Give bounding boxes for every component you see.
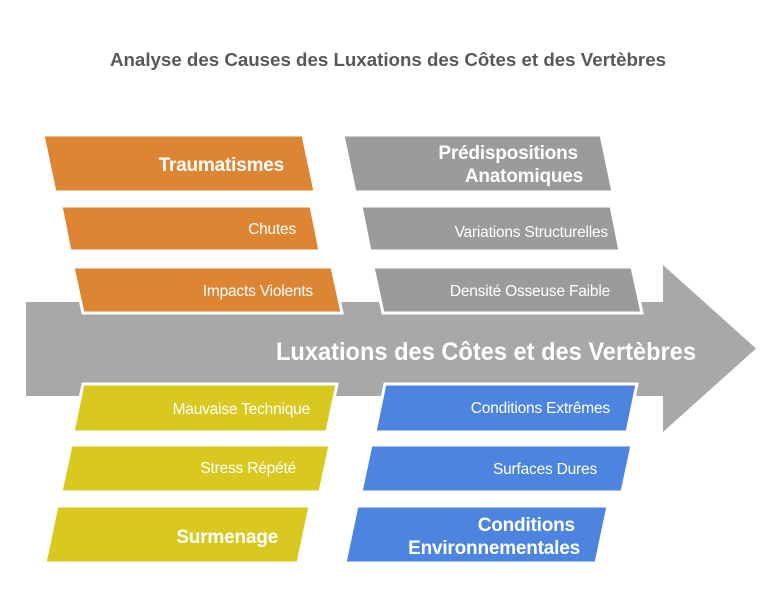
block-stress-repete-label: Stress Répété: [200, 460, 296, 477]
header-line-2: Environnementales: [408, 538, 580, 559]
block-impacts-violents-label: Impacts Violents: [203, 283, 314, 300]
group-traumatismes: Traumatismes Chutes Impacts Violents: [41, 133, 344, 315]
diagram-title: Analyse des Causes des Luxations des Côt…: [110, 50, 666, 70]
block-surfaces-dures-label: Surfaces Dures: [493, 461, 597, 478]
block-predispositions-header-label: Prédispositions Anatomiques: [438, 143, 583, 187]
group-surmenage: Mauvaise Technique Stress Répété Surmena…: [43, 382, 339, 565]
block-conditions-extremes-shape: [373, 382, 639, 434]
block-conditions-env-header-shape: [343, 504, 610, 565]
block-conditions-extremes-label: Conditions Extrêmes: [471, 400, 611, 417]
block-stress-repete-shape: [59, 443, 332, 494]
block-densite-osseuse-faible-shape: [371, 265, 644, 315]
block-conditions-env-header-label: Conditions Environnementales: [408, 515, 580, 559]
block-surmenage-header-label: Surmenage: [176, 527, 278, 548]
block-traumatismes-header-shape: [41, 133, 317, 194]
block-mauvaise-technique-shape: [71, 382, 339, 434]
block-chutes-label: Chutes: [248, 221, 296, 238]
block-surmenage-header-shape: [43, 504, 312, 565]
block-mauvaise-technique-label: Mauvaise Technique: [173, 401, 310, 418]
block-variations-structurelles-label: Variations Structurelles: [455, 224, 609, 241]
header-line-1: Prédispositions: [438, 143, 578, 164]
block-chutes-shape: [59, 204, 322, 253]
header-line-1: Conditions: [478, 515, 575, 536]
block-predispositions-header-shape: [341, 133, 615, 194]
group-conditions-environnementales: Conditions Extrêmes Surfaces Dures Condi…: [343, 382, 639, 565]
block-traumatismes-header-label: Traumatismes: [159, 155, 284, 176]
block-surfaces-dures-shape: [359, 443, 634, 494]
block-densite-osseuse-faible-label: Densité Osseuse Faible: [450, 283, 610, 300]
block-variations-structurelles-shape: [359, 204, 622, 253]
main-arrow-label: Luxations des Côtes et des Vertèbres: [276, 338, 696, 366]
group-predispositions-anatomiques: Prédispositions Anatomiques Variations S…: [341, 133, 644, 315]
header-line-2: Anatomiques: [465, 166, 583, 187]
block-impacts-violents-shape: [71, 265, 344, 315]
